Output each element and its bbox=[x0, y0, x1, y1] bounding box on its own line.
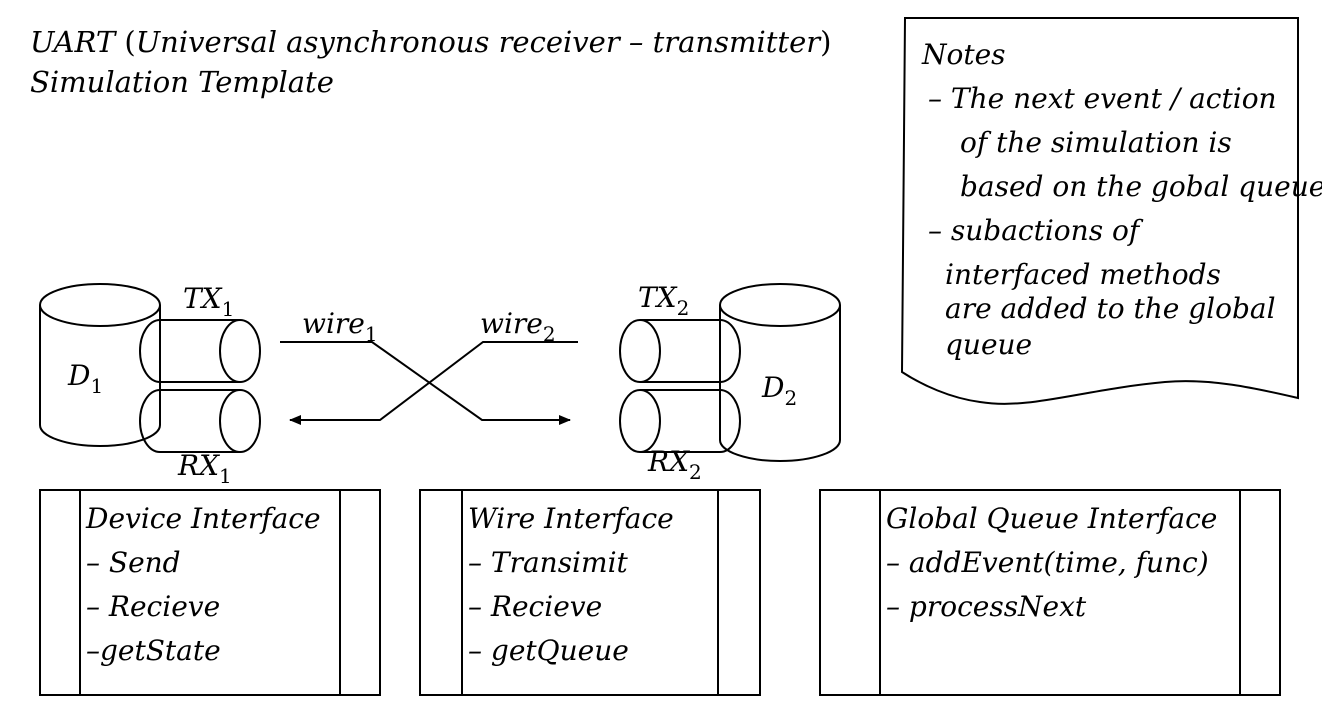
device-interface-item-2: – Recieve bbox=[86, 590, 220, 623]
rx1-label: RX1 bbox=[177, 449, 232, 488]
wire-2-label: wire2 bbox=[480, 307, 556, 346]
notes-line-2: of the simulation is bbox=[960, 126, 1232, 159]
title-line-2: Simulation Template bbox=[30, 65, 334, 99]
notes-heading: Notes bbox=[921, 38, 1006, 71]
rx2-port bbox=[619, 389, 741, 453]
notes-line-7: queue bbox=[945, 328, 1032, 361]
title-line-1: UART (Universal asynchronous receiver – … bbox=[30, 25, 832, 59]
rx1-port bbox=[139, 389, 261, 453]
notes-line-3: based on the gobal queue bbox=[960, 170, 1322, 203]
rx2-label: RX2 bbox=[647, 445, 702, 484]
device-interface-item-1: – Send bbox=[86, 546, 181, 579]
wire-interface-box bbox=[419, 489, 761, 696]
title-acronym: UART bbox=[30, 25, 116, 59]
wire-interface-item-3: – getQueue bbox=[468, 634, 629, 667]
device-d1 bbox=[39, 283, 261, 453]
device-interface-box bbox=[39, 489, 381, 696]
device-d2 bbox=[619, 283, 841, 462]
tx2-port bbox=[619, 319, 741, 383]
diagram-title: UART (Universal asynchronous receiver – … bbox=[30, 22, 831, 102]
wire-interface-title: Wire Interface bbox=[468, 502, 674, 535]
tx1-label: TX1 bbox=[183, 282, 234, 321]
d2-label: D2 bbox=[761, 371, 797, 410]
notes-line-4: – subactions of bbox=[928, 214, 1144, 247]
tx2-label: TX2 bbox=[638, 281, 689, 320]
wire-2-line bbox=[289, 341, 578, 425]
d1-label: D1 bbox=[67, 359, 103, 398]
notes-line-1: – The next event / action bbox=[928, 82, 1277, 115]
device-interface-item-3: –getState bbox=[86, 634, 221, 667]
wire-1-label: wire1 bbox=[302, 307, 378, 346]
device-d2-body bbox=[719, 305, 841, 462]
global-queue-interface-title: Global Queue Interface bbox=[886, 502, 1217, 535]
notes-line-5: interfaced methods bbox=[945, 258, 1221, 291]
device-d2-top bbox=[719, 283, 841, 327]
notes-box bbox=[900, 17, 1299, 405]
title-expansion: Universal asynchronous receiver – transm… bbox=[135, 25, 821, 59]
global-queue-interface-box bbox=[819, 489, 1281, 696]
device-d1-body bbox=[39, 305, 161, 447]
notes-line-6: are added to the global bbox=[945, 292, 1276, 325]
device-interface-title: Device Interface bbox=[85, 502, 321, 535]
device-d1-top bbox=[39, 283, 161, 327]
wire-1-line bbox=[280, 341, 571, 425]
global-queue-interface-item-2: – processNext bbox=[886, 590, 1087, 623]
global-queue-interface-item-1: – addEvent(time, func) bbox=[886, 546, 1209, 579]
wire-interface-item-2: – Recieve bbox=[468, 590, 602, 623]
wire-interface-item-1: – Transimit bbox=[468, 546, 629, 579]
tx1-port bbox=[139, 319, 261, 383]
